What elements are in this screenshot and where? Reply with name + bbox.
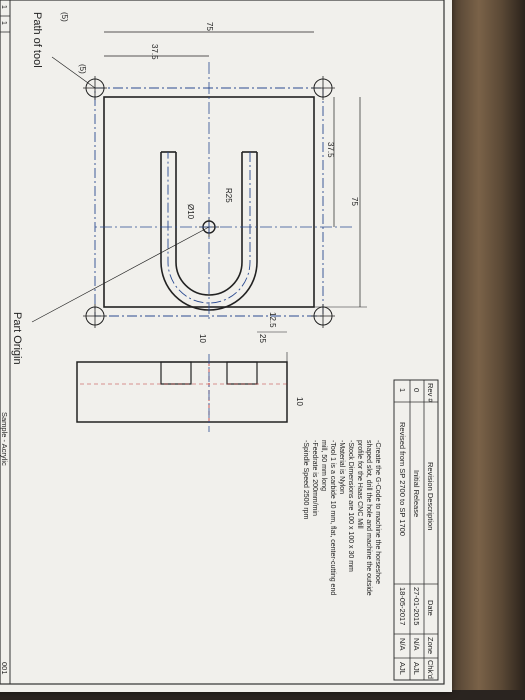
revision-table: Rev # Revision Description Date Zone Chk… — [393, 379, 439, 681]
dim-75-top: 75 — [350, 197, 359, 206]
notes-block: -Create the G-Code to machine the horses… — [302, 440, 381, 596]
rev-row1-rev: 1 — [398, 388, 407, 392]
dim-75-left: 75 — [205, 22, 214, 31]
side-view: 25 10 — [76, 331, 304, 432]
rev-row0-zone: N/A — [412, 638, 421, 651]
rev-row1-chkd: AJL — [398, 662, 407, 675]
top-view: 75 37.5 75 37.5 R25 Ø10 12.5 10 (5) (5) … — [11, 12, 367, 365]
note-line: mill, 50 mm long — [320, 440, 327, 491]
note-line: -Create the G-Code to machine the horses… — [374, 440, 381, 584]
title-block: 1 1 Sample - Acrylic 001 — [0, 0, 11, 684]
dim-dia10: Ø10 — [186, 204, 195, 220]
title-name: Sample - Acrylic — [0, 412, 9, 466]
side-outline — [76, 361, 288, 423]
table-edge — [0, 690, 525, 700]
note-line: -Spindle Speed 2500 rpm — [302, 440, 309, 520]
rev-header-desc: Revision Description — [426, 462, 435, 530]
title-cell: 1 — [0, 5, 7, 9]
slot-inner-edge — [175, 152, 243, 296]
dim-37-5-top: 37.5 — [326, 142, 335, 158]
label-part-origin: Part Origin — [11, 312, 23, 365]
dim-r25: R25 — [224, 188, 233, 203]
tool-path-slot — [167, 152, 251, 304]
dim-5-a: (5) — [60, 12, 69, 22]
dim-5-b: (5) — [78, 64, 87, 74]
dim-25-side: 25 — [258, 334, 267, 343]
drawing-canvas: Rev # Revision Description Date Zone Chk… — [0, 0, 445, 685]
sheet-border — [0, 0, 445, 685]
dim-10-side2: 10 — [295, 397, 304, 406]
drawing-sheet: Rev # Revision Description Date Zone Chk… — [0, 0, 452, 692]
rev-header-rev: Rev # — [426, 383, 435, 403]
clipboard-edge — [448, 0, 525, 700]
rev-row1-zone: N/A — [398, 638, 407, 651]
rev-header-date: Date — [426, 600, 435, 616]
drawing-number: 001 — [0, 662, 9, 675]
note-line: -Tool 1 is a carbide 10 mm, flat, center… — [329, 440, 336, 595]
title-cell: 1 — [0, 21, 7, 25]
note-line: -Stock Dimensions are 100 x 100 x 30 mm — [347, 440, 354, 572]
rev-row0-chkd: AJL — [412, 662, 421, 675]
rev-row1-desc: Revised from SP 2700 to SP 1700 — [398, 422, 407, 536]
rev-row0-date: 27-01-2015 — [412, 587, 421, 625]
label-path-of-tool: Path of tool — [31, 12, 43, 68]
rev-row1-date: 18-05-2017 — [398, 587, 407, 625]
note-line: shaped slot, drill the hole and machine … — [365, 440, 372, 596]
rev-row0-rev: 0 — [412, 388, 421, 392]
dim-10-side: 10 — [198, 334, 207, 343]
rev-header-chkd: Chk'd — [426, 660, 435, 679]
note-line: -Feedrate is 200mm/min — [311, 440, 318, 516]
dim-12-5: 12.5 — [268, 312, 277, 328]
rev-header-zone: Zone — [426, 637, 435, 654]
dim-37-5-left: 37.5 — [150, 44, 159, 60]
note-line: profile for the Haas CNC Mill — [356, 440, 363, 529]
rev-row0-desc: Initial Release — [412, 470, 421, 517]
note-line: -Material is Nylon — [338, 440, 345, 494]
